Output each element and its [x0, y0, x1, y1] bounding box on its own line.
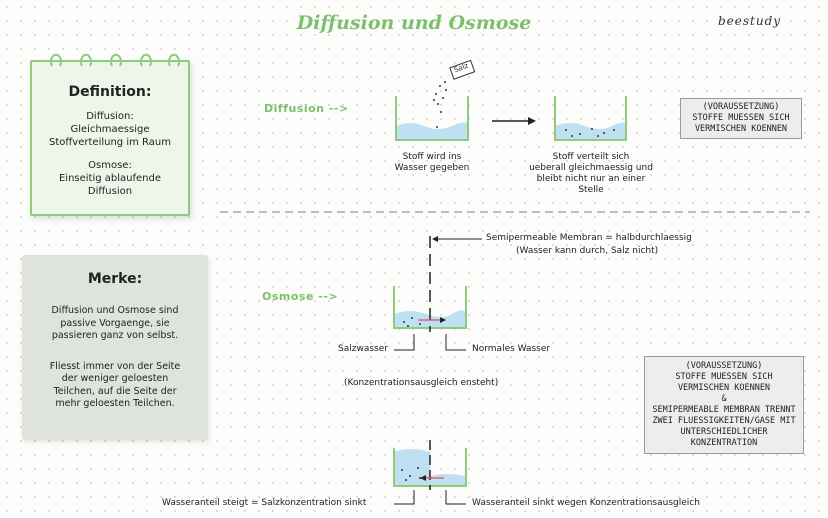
merke-line: Diffusion und Osmose sind	[51, 305, 179, 316]
diffusion-caption-start: Stoff wird ins Wasser gegeben	[376, 152, 488, 174]
merke-line: mehr geloesten Teilchen.	[55, 398, 175, 409]
bottom-right-label: Wasseranteil sinkt wegen Konzentrationsa…	[472, 498, 700, 508]
merke-text-direction: Fliesst immer von der Seite der weniger …	[34, 361, 196, 411]
diffusion-caption-end: Stoff verteilt sich ueberall gleichmaess…	[520, 152, 662, 196]
merke-line: Fliesst immer von der Seite	[49, 360, 181, 372]
caption-line: Wasser gegeben	[394, 163, 470, 173]
merke-line: passive Vorgaenge, sie	[60, 317, 170, 329]
definition-diffusion-line: Stoffverteilung im Raum	[49, 137, 171, 148]
beaker-osmose-start	[393, 236, 467, 332]
diffusion-condition-box: (VORAUSSETZUNG) STOFFE MUESSEN SICH VERM…	[680, 98, 802, 139]
caption-line: bleibt nicht nur an einer	[536, 174, 646, 184]
definition-osmose-text: Osmose: Einseitig ablaufende Diffusion	[32, 159, 188, 198]
definition-osmose-line: Einseitig ablaufende	[58, 173, 162, 184]
definition-diffusion-text: Diffusion: Gleichmaessige Stoffverteilun…	[32, 110, 188, 149]
bottom-leader-lines	[394, 490, 466, 505]
notebook-rings	[50, 53, 180, 67]
condition-line: SEMIPERMEABLE MEMBRAN TRENNT	[652, 405, 796, 415]
condition-line: STOFFE MUESSEN SICH	[675, 372, 773, 382]
bottom-left-label: Wasseranteil steigt = Salzkonzentration …	[162, 498, 367, 508]
membrane-label: Semipermeable Membran = halbdurchlaessig	[486, 233, 692, 243]
definition-diffusion-line: Gleichmaessige	[70, 124, 150, 135]
condition-line: ZWEI FLUESSIGKEITEN/GASE MIT	[652, 416, 796, 426]
merke-card: Merke: Diffusion und Osmose sind passive…	[22, 255, 208, 440]
leader-lines	[394, 334, 466, 351]
salt-grains	[433, 81, 447, 113]
diffusion-arrow-icon	[492, 117, 536, 125]
salt-shaker-icon	[449, 59, 476, 80]
ausgleich-label: (Konzentrationsausgleich ensteht)	[344, 378, 499, 388]
condition-line: KONZENTRATION	[690, 438, 758, 448]
membrane-pointer-arrow	[432, 236, 482, 242]
condition-line: VERMISCHEN KOENNEN	[677, 383, 771, 393]
normales-wasser-label: Normales Wasser	[472, 344, 551, 354]
osmose-label: Osmose -->	[262, 290, 339, 303]
definition-heading: Definition:	[68, 84, 152, 100]
merke-line: Teilchen, auf die Seite der	[53, 385, 177, 397]
caption-line: Stoff verteilt sich	[552, 152, 630, 162]
caption-line: Stoff wird ins	[402, 152, 462, 162]
merke-line: der weniger geloesten	[61, 373, 169, 384]
definition-diffusion-title: Diffusion:	[86, 111, 134, 122]
page-title: Diffusion und Osmose	[296, 12, 532, 34]
osmose-condition-box: (VORAUSSETZUNG) STOFFE MUESSEN SICH VERM…	[644, 356, 804, 454]
definition-card: Definition: Diffusion: Gleichmaessige St…	[30, 60, 190, 216]
diffusion-label: Diffusion -->	[264, 102, 349, 115]
condition-line: &	[721, 394, 727, 404]
membrane-sublabel: (Wasser kann durch, Salz nicht)	[516, 246, 659, 256]
beaker-diffusion-start	[395, 96, 469, 141]
condition-line: (VORAUSSETZUNG)	[685, 361, 763, 371]
condition-line: (VORAUSSETZUNG)	[702, 102, 780, 112]
merke-line: passieren ganz von selbst.	[51, 330, 179, 341]
definition-osmose-title: Osmose:	[88, 160, 132, 171]
definition-osmose-line: Diffusion	[87, 186, 133, 197]
brand-logo-text: beestudy	[718, 14, 782, 28]
beaker-diffusion-end	[554, 96, 627, 141]
condition-line: UNTERSCHIEDLICHER	[680, 427, 768, 437]
salzwasser-label: Salzwasser	[338, 344, 388, 354]
condition-line: VERMISCHEN KOENNEN	[694, 124, 788, 134]
condition-line: STOFFE MUESSEN SICH	[692, 113, 790, 123]
beaker-osmose-end	[393, 440, 467, 490]
merke-text-passive: Diffusion und Osmose sind passive Vorgae…	[34, 305, 196, 343]
merke-heading: Merke:	[87, 271, 143, 287]
caption-line: Stelle	[578, 185, 604, 195]
caption-line: ueberall gleichmaessig und	[529, 163, 653, 173]
